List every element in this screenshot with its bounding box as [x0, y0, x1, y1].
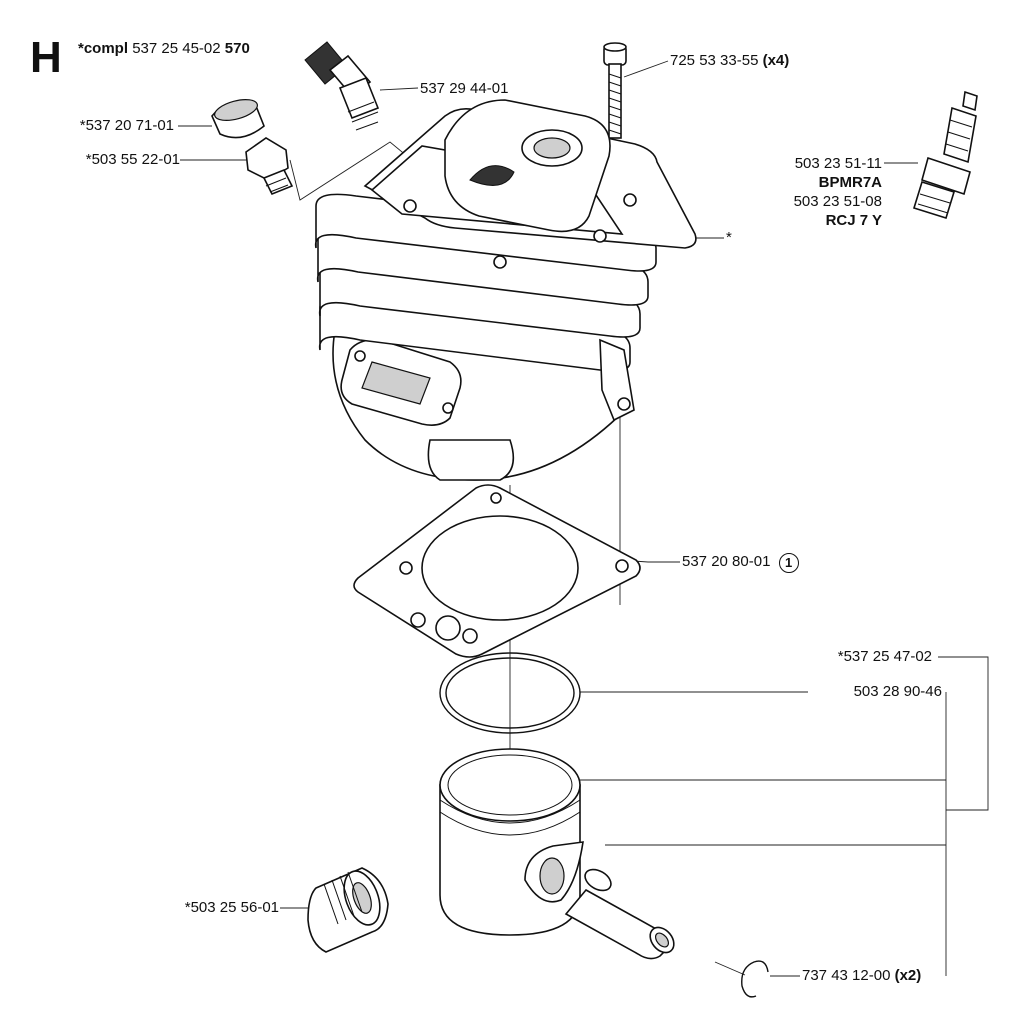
cylinder-drawing	[314, 99, 697, 481]
label-bearing[interactable]: *503 25 56-01	[185, 899, 279, 917]
circlip-drawing	[741, 960, 769, 998]
piston-kit-part-number: *537 25 47-02	[837, 648, 932, 665]
bearing-part-number: *503 25 56-01	[184, 899, 279, 916]
label-cylinder[interactable]: *	[726, 229, 732, 247]
label-circlip[interactable]: 737 43 12-00 (x2)	[802, 967, 921, 985]
label-adapter[interactable]: *503 55 22-01	[86, 151, 180, 169]
assembly-header: *compl 537 25 45-02 570	[78, 40, 250, 58]
label-screw[interactable]: 725 53 33-55 (x4)	[670, 52, 789, 70]
header-prefix: *compl	[78, 40, 129, 57]
decomp-valve-part-number: 537 29 44-01	[420, 80, 509, 97]
label-spark-plug[interactable]: 503 23 51-11 BPMR7A 503 23 51-08 RCJ 7 Y	[794, 154, 882, 230]
cylinder-gasket-drawing	[353, 484, 641, 658]
piston-ring-drawing	[439, 652, 581, 734]
plug-part-number: *537 20 71-01	[79, 117, 174, 134]
cylinder-bolt-drawing	[603, 42, 627, 139]
adapter-drawing	[245, 137, 294, 196]
cylinder-mark: *	[726, 229, 732, 246]
label-gasket[interactable]: 537 20 80-01 1	[682, 553, 799, 573]
spark-plug-number-a: 503 23 51-11	[794, 155, 882, 172]
spark-plug-type-a: BPMR7A	[818, 174, 882, 191]
plug-drawing	[211, 99, 265, 139]
decompression-valve-drawing	[304, 41, 380, 131]
screw-qty: (x4)	[762, 52, 790, 69]
label-piston-ring[interactable]: 503 28 90-46	[854, 683, 942, 701]
piston-ring-part-number: 503 28 90-46	[853, 683, 942, 700]
label-plug[interactable]: *537 20 71-01	[80, 117, 174, 135]
circlip-part-number: 737 43 12-00	[802, 967, 891, 984]
label-decomp-valve[interactable]: 537 29 44-01	[420, 80, 508, 98]
header-part-number: 537 25 45-02	[132, 40, 221, 57]
needle-bearing-drawing	[307, 867, 389, 953]
header-model: 570	[224, 40, 250, 57]
label-piston-kit[interactable]: *537 25 47-02	[838, 648, 932, 666]
adapter-part-number: *503 55 22-01	[85, 151, 180, 168]
spark-plug-drawing	[913, 90, 978, 220]
spark-plug-number-b: 503 23 51-08	[793, 193, 882, 210]
screw-part-number: 725 53 33-55	[670, 52, 759, 69]
gasket-part-number: 537 20 80-01	[682, 553, 771, 570]
piston-drawing	[439, 748, 584, 936]
circlip-qty: (x2)	[894, 967, 922, 984]
spark-plug-type-b: RCJ 7 Y	[825, 212, 882, 229]
piston-pin-drawing	[564, 868, 675, 960]
section-letter: H	[30, 33, 62, 82]
gasket-ref-badge: 1	[778, 553, 799, 573]
